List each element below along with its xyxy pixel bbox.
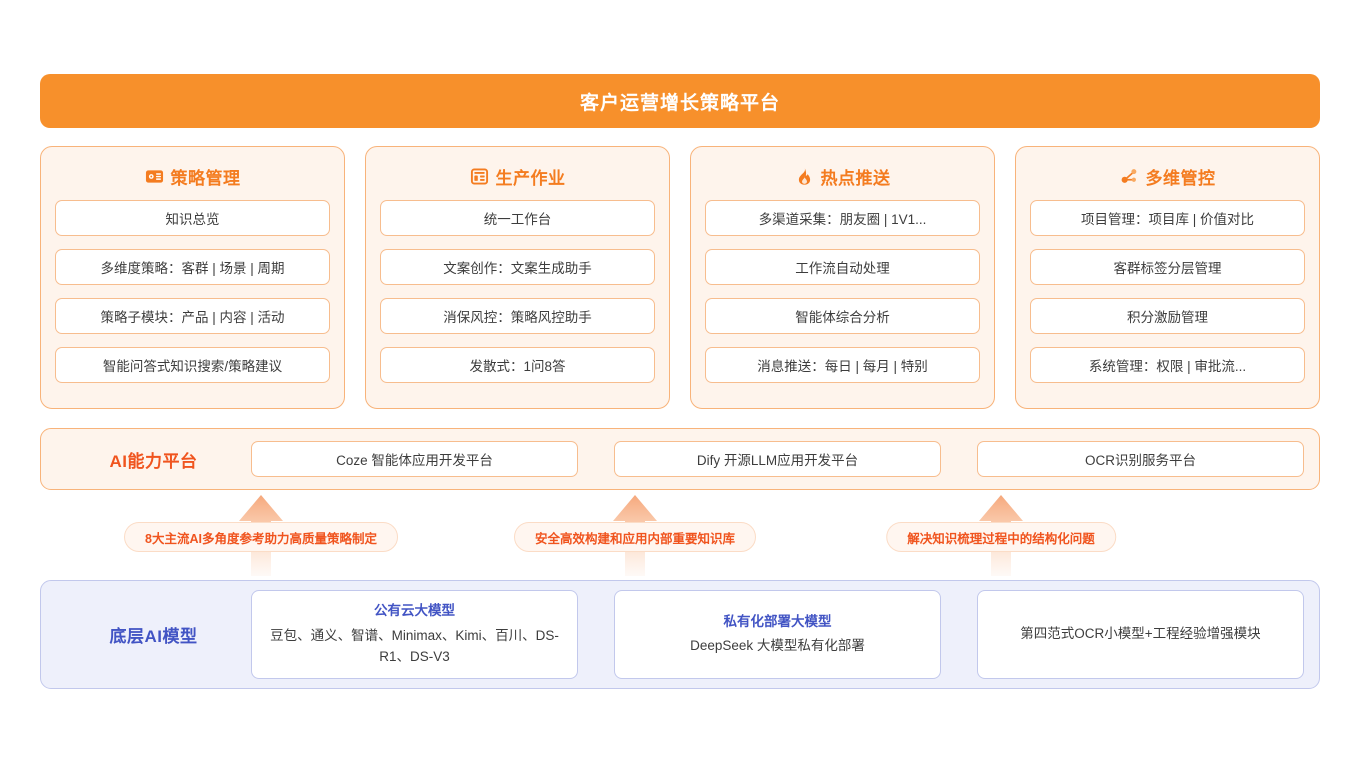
model-box-desc: 豆包、通义、智谱、Minimax、Kimi、百川、DS-R1、DS-V3 <box>270 627 559 664</box>
pillar-card-hotspot-push: 热点推送 多渠道采集：朋友圈 | 1V1... 工作流自动处理 智能体综合分析 … <box>690 146 995 409</box>
ai-capability-platform-band: AI能力平台 Coze 智能体应用开发平台 Dify 开源LLM应用开发平台 O… <box>40 428 1320 490</box>
pillar-item[interactable]: 积分激励管理 <box>1030 298 1305 334</box>
ai-platform-box-group: Coze 智能体应用开发平台 Dify 开源LLM应用开发平台 OCR识别服务平… <box>251 441 1304 477</box>
ai-platform-box-ocr[interactable]: OCR识别服务平台 <box>977 441 1304 477</box>
pillar-item[interactable]: 多渠道采集：朋友圈 | 1V1... <box>705 200 980 236</box>
connector-note: 8大主流AI多角度参考助力高质量策略制定 <box>124 522 398 552</box>
pillar-item[interactable]: 客群标签分层管理 <box>1030 249 1305 285</box>
pillar-title: 多维管控 <box>1145 168 1216 188</box>
pillar-item[interactable]: 系统管理：权限 | 审批流... <box>1030 347 1305 383</box>
connector-coze: 8大主流AI多角度参考助力高质量策略制定 <box>78 492 444 578</box>
pillar-card-production-operations: 生产作业 统一工作台 文案创作：文案生成助手 消保风控：策略风控助手 发散式：1… <box>365 146 670 409</box>
foundation-model-label: 底层AI模型 <box>109 627 198 646</box>
foundation-model-box-private-deploy[interactable]: 私有化部署大模型 DeepSeek 大模型私有化部署 <box>614 590 941 679</box>
pillar-header: 多维管控 <box>1030 161 1305 191</box>
page-title: 客户运营增长策略平台 <box>579 92 780 114</box>
id-card-list-icon <box>145 167 164 186</box>
pillar-item[interactable]: 多维度策略：客群 | 场景 | 周期 <box>55 249 330 285</box>
pillar-item[interactable]: 统一工作台 <box>380 200 655 236</box>
pillar-item[interactable]: 项目管理：项目库 | 价值对比 <box>1030 200 1305 236</box>
pillar-item[interactable]: 文案创作：文案生成助手 <box>380 249 655 285</box>
foundation-model-box-group: 公有云大模型 豆包、通义、智谱、Minimax、Kimi、百川、DS-R1、DS… <box>251 590 1304 679</box>
page-title-banner: 客户运营增长策略平台 <box>40 74 1320 128</box>
connector-ocr: 解决知识梳理过程中的结构化问题 <box>818 492 1184 578</box>
pillar-item[interactable]: 消息推送：每日 | 每月 | 特别 <box>705 347 980 383</box>
pillar-title: 生产作业 <box>495 168 566 188</box>
pillar-header: 策略管理 <box>55 161 330 191</box>
pillar-item[interactable]: 发散式：1问8答 <box>380 347 655 383</box>
model-box-desc: 第四范式OCR小模型+工程经验增强模块 <box>1020 626 1261 642</box>
pillar-item[interactable]: 智能体综合分析 <box>705 298 980 334</box>
network-nodes-icon <box>1120 167 1139 186</box>
foundation-model-box-ocr-small-model[interactable]: 第四范式OCR小模型+工程经验增强模块 <box>977 590 1304 679</box>
foundation-model-box-public-cloud[interactable]: 公有云大模型 豆包、通义、智谱、Minimax、Kimi、百川、DS-R1、DS… <box>251 590 578 679</box>
ai-platform-box-coze[interactable]: Coze 智能体应用开发平台 <box>251 441 578 477</box>
pillar-item[interactable]: 消保风控：策略风控助手 <box>380 298 655 334</box>
ai-platform-label: AI能力平台 <box>109 451 198 471</box>
pillar-card-multidimensional-control: 多维管控 项目管理：项目库 | 价值对比 客群标签分层管理 积分激励管理 系统管… <box>1015 146 1320 409</box>
pillar-header: 热点推送 <box>705 161 980 191</box>
connector-group: 8大主流AI多角度参考助力高质量策略制定 安全高效构建和应用内部重要知识库 <box>40 492 1320 578</box>
connector-note: 解决知识梳理过程中的结构化问题 <box>886 522 1116 552</box>
flame-icon <box>795 167 814 186</box>
pillar-item[interactable]: 工作流自动处理 <box>705 249 980 285</box>
pillar-item[interactable]: 策略子模块：产品 | 内容 | 活动 <box>55 298 330 334</box>
connector-note: 安全高效构建和应用内部重要知识库 <box>513 522 757 552</box>
pillar-card-strategy-management: 策略管理 知识总览 多维度策略：客群 | 场景 | 周期 策略子模块：产品 | … <box>40 146 345 409</box>
model-box-desc: DeepSeek 大模型私有化部署 <box>690 638 865 654</box>
pillar-card-group: 策略管理 知识总览 多维度策略：客群 | 场景 | 周期 策略子模块：产品 | … <box>40 146 1320 409</box>
pillar-item[interactable]: 知识总览 <box>55 200 330 236</box>
connector-dify: 安全高效构建和应用内部重要知识库 <box>452 492 818 578</box>
ai-platform-box-dify[interactable]: Dify 开源LLM应用开发平台 <box>614 441 941 477</box>
pillar-item[interactable]: 智能问答式知识搜索/策略建议 <box>55 347 330 383</box>
model-box-title: 私有化部署大模型 <box>723 613 832 629</box>
pillar-header: 生产作业 <box>380 161 655 191</box>
production-panel-icon <box>470 167 489 186</box>
model-box-title: 公有云大模型 <box>374 603 455 619</box>
pillar-title: 热点推送 <box>820 168 891 188</box>
pillar-title: 策略管理 <box>170 168 241 188</box>
foundation-model-band: 底层AI模型 公有云大模型 豆包、通义、智谱、Minimax、Kimi、百川、D… <box>40 580 1320 689</box>
